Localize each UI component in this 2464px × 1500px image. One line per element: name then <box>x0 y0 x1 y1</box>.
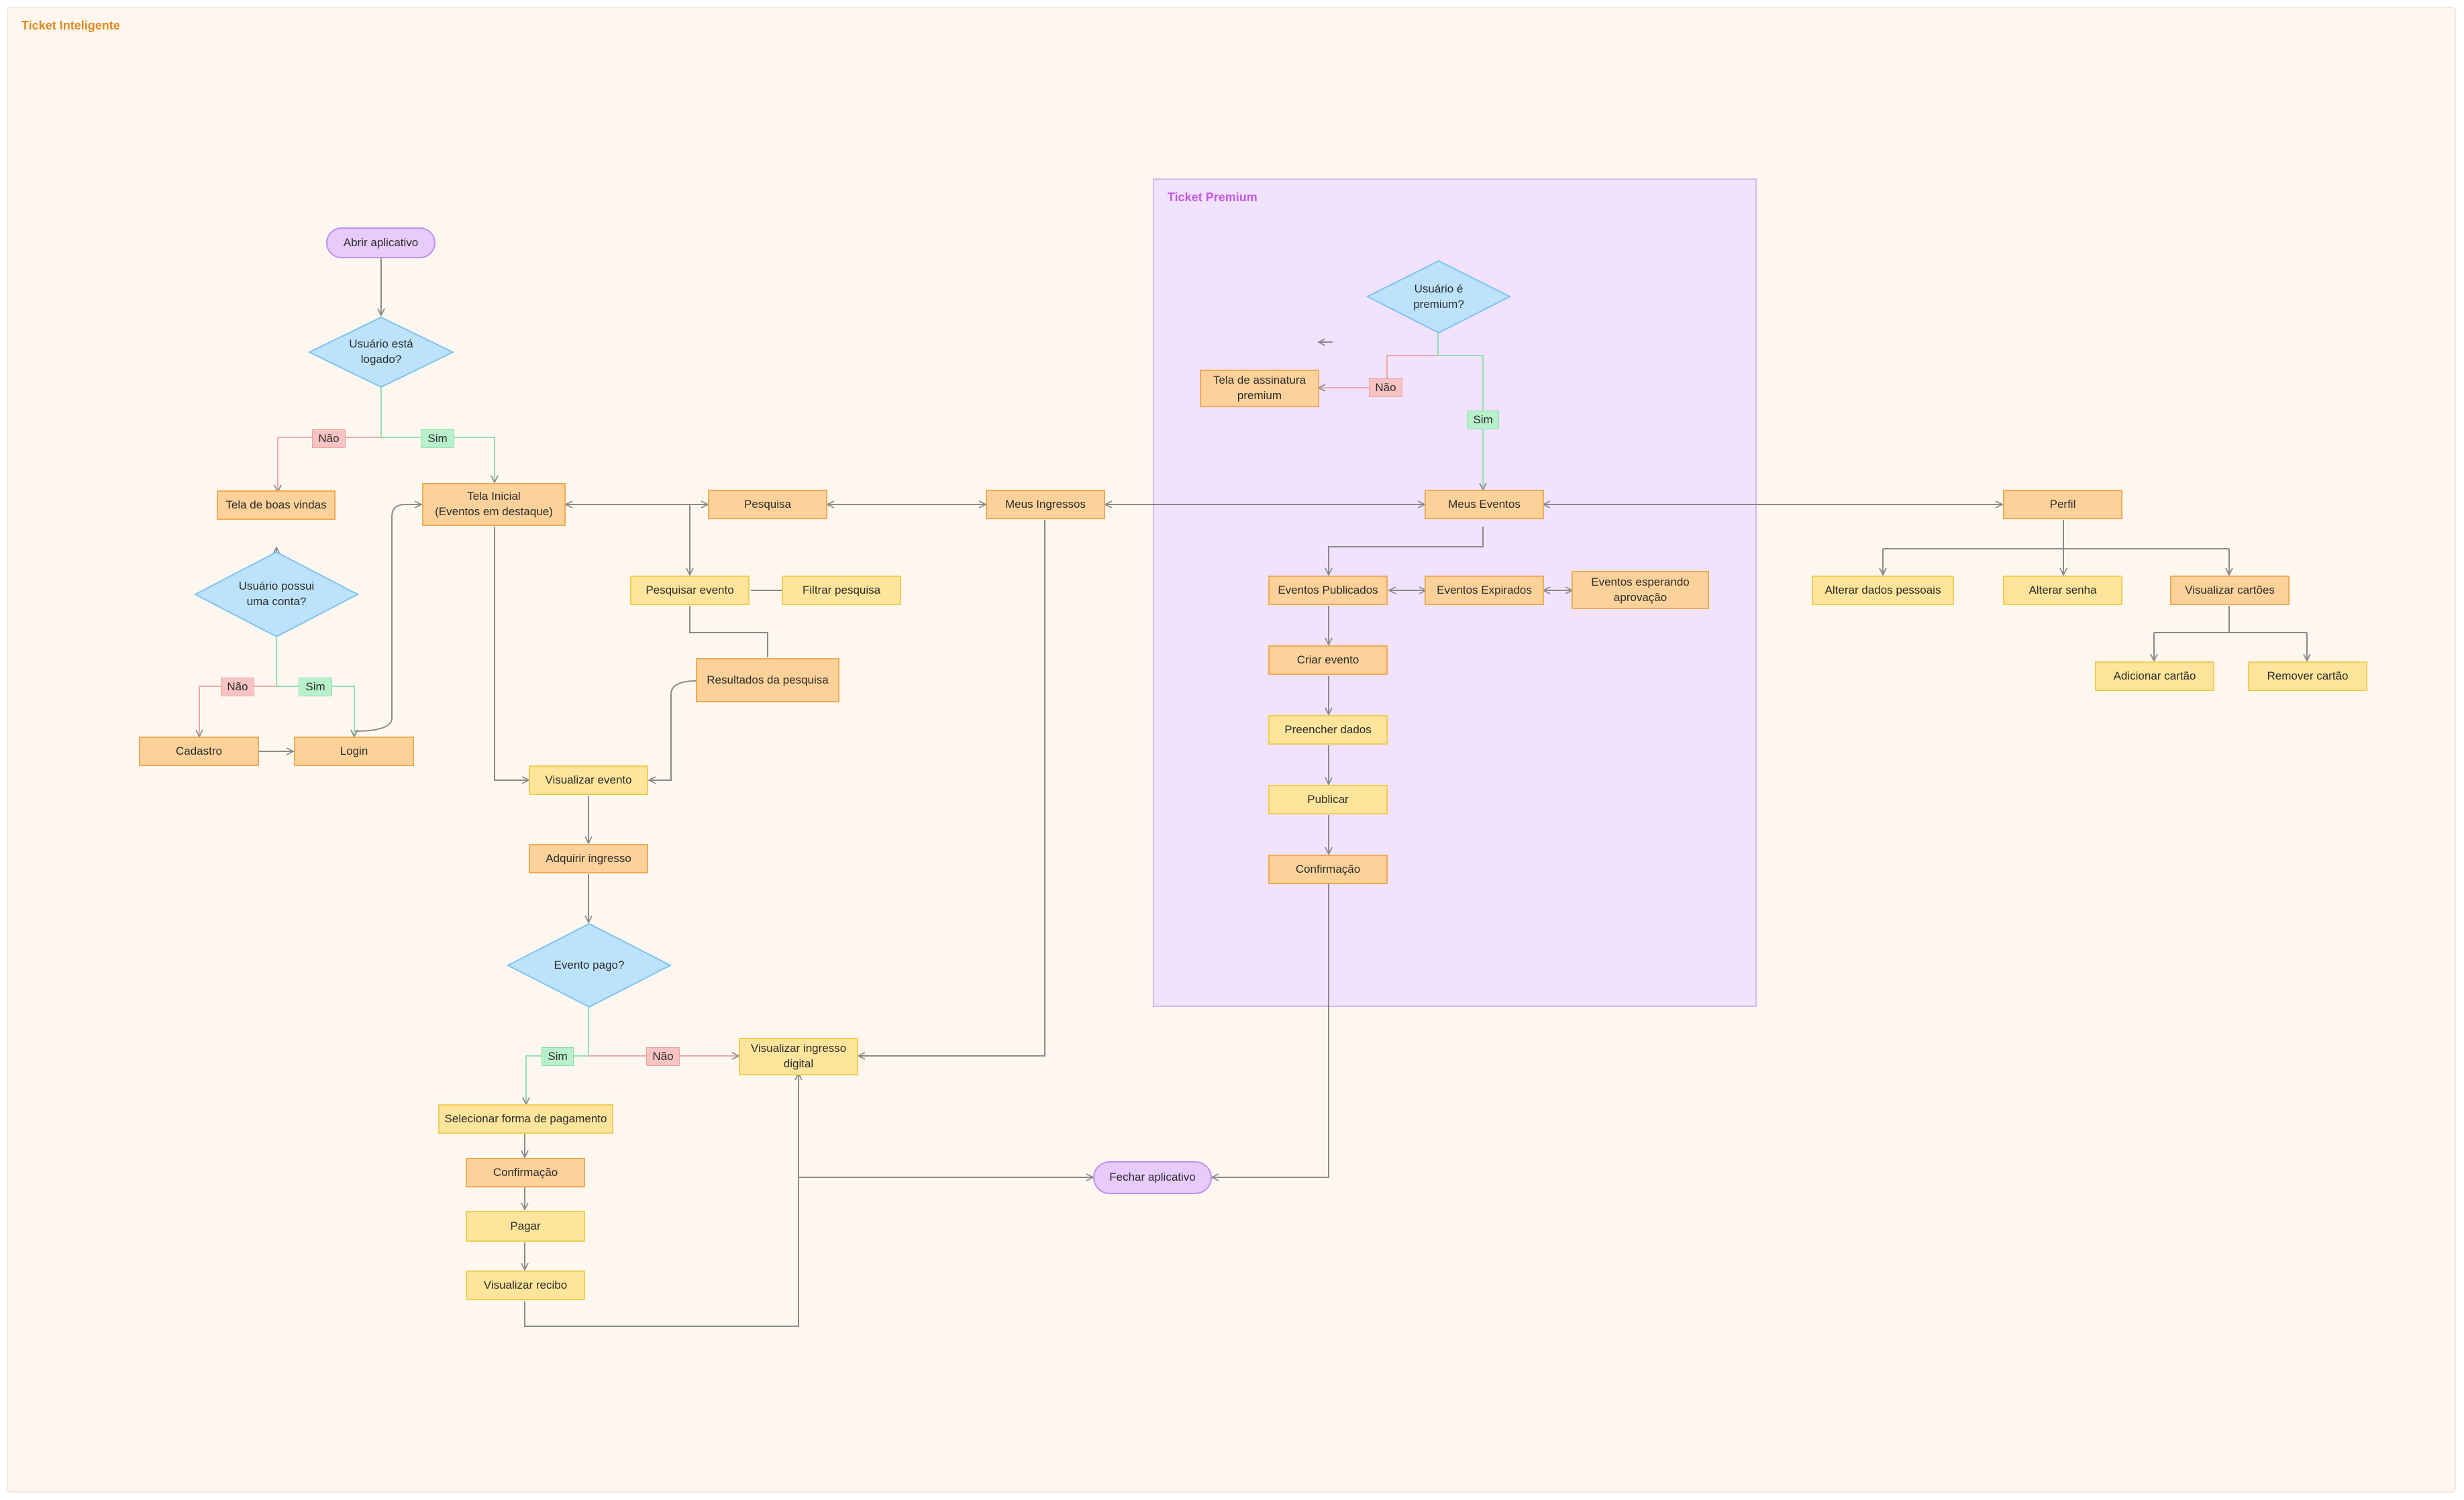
published-events[interactable]: Eventos Publicados <box>1268 576 1388 605</box>
pending-approval-events[interactable]: Eventos esperando aprovação <box>1572 571 1709 609</box>
login-screen[interactable]: Login <box>294 737 414 766</box>
connector <box>2153 606 2308 661</box>
expired-events[interactable]: Eventos Expirados <box>1425 576 1544 605</box>
view-digital-ticket[interactable]: Visualizar ingresso digital <box>739 1038 858 1075</box>
end-terminal[interactable]: Fechar aplicativo <box>1093 1161 1212 1194</box>
payment-confirmation[interactable]: Confirmação <box>466 1158 585 1187</box>
yes-tag: Sim <box>1467 411 1499 429</box>
view-receipt[interactable]: Visualizar recibo <box>466 1271 585 1300</box>
connector <box>1212 884 1329 1177</box>
decision-has-account[interactable]: Usuário possui uma conta? <box>193 551 360 638</box>
select-payment-method[interactable]: Selecionar forma de pagamento <box>438 1104 613 1134</box>
event-confirmation[interactable]: Confirmação <box>1268 855 1388 884</box>
create-event[interactable]: Criar evento <box>1268 645 1388 675</box>
connector <box>524 1073 799 1327</box>
fill-data[interactable]: Preencher dados <box>1268 715 1388 745</box>
search-event[interactable]: Pesquisar evento <box>630 576 750 605</box>
decision-shape <box>193 551 360 638</box>
decision-shape <box>307 316 455 388</box>
no-tag: Não <box>312 429 346 448</box>
decision-logged-in[interactable]: Usuário está logado? <box>307 316 455 388</box>
home-screen[interactable]: Tela Inicial (Eventos em destaque) <box>422 483 566 526</box>
connector <box>1882 520 2230 575</box>
decision-label: Usuário é premium? <box>1413 282 1464 311</box>
start-terminal[interactable]: Abrir aplicativo <box>326 227 435 258</box>
decision-label: Usuário possui uma conta? <box>238 580 315 608</box>
view-event[interactable]: Visualizar evento <box>529 765 648 795</box>
signup-screen[interactable]: Cadastro <box>139 737 259 766</box>
decision-label: Evento pago? <box>554 958 625 971</box>
connector <box>858 520 1045 1056</box>
my-events[interactable]: Meus Eventos <box>1425 490 1544 519</box>
filter-search[interactable]: Filtrar pesquisa <box>782 576 901 605</box>
view-cards[interactable]: Visualizar cartões <box>2170 576 2290 605</box>
publish[interactable]: Publicar <box>1268 785 1388 814</box>
connector <box>494 527 529 780</box>
change-password[interactable]: Alterar senha <box>2003 576 2122 605</box>
edit-personal-data[interactable]: Alterar dados pessoais <box>1812 576 1954 605</box>
no-tag: Não <box>221 678 254 696</box>
pay[interactable]: Pagar <box>466 1211 585 1242</box>
no-tag: Não <box>1369 378 1402 397</box>
decision-premium-user[interactable]: Usuário é premium? <box>1366 260 1512 334</box>
premium-section-title: Ticket Premium <box>1168 191 1257 204</box>
board-title: Ticket Inteligente <box>21 19 120 32</box>
yes-tag: Sim <box>299 678 332 696</box>
no-tag: Não <box>646 1047 680 1066</box>
welcome-screen[interactable]: Tela de boas vindas <box>217 490 336 520</box>
add-card[interactable]: Adicionar cartão <box>2095 661 2214 691</box>
profile[interactable]: Perfil <box>2003 490 2122 519</box>
search-screen[interactable]: Pesquisa <box>708 490 827 519</box>
decision-shape <box>506 922 672 1008</box>
my-tickets[interactable]: Meus Ingressos <box>986 490 1105 519</box>
connector <box>1329 527 1484 575</box>
connector <box>649 680 697 780</box>
premium-subscription-screen[interactable]: Tela de assinatura premium <box>1200 370 1319 407</box>
connector <box>354 504 421 732</box>
remove-card[interactable]: Remover cartão <box>2248 661 2367 691</box>
decision-shape <box>1366 260 1512 334</box>
connector <box>689 606 768 657</box>
yes-tag: Sim <box>542 1047 574 1066</box>
acquire-ticket[interactable]: Adquirir ingresso <box>529 844 648 873</box>
search-results[interactable]: Resultados da pesquisa <box>696 658 839 702</box>
decision-label: Usuário está logado? <box>349 337 413 366</box>
yes-tag: Sim <box>421 429 454 448</box>
decision-paid-event[interactable]: Evento pago? <box>506 922 672 1008</box>
